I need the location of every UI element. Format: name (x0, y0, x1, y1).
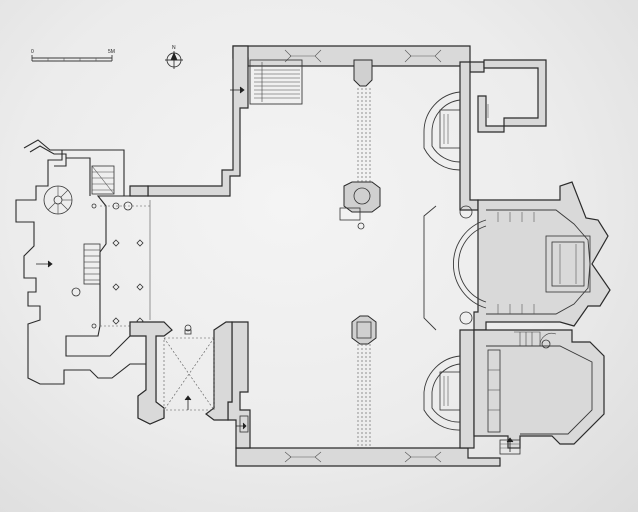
top-windows (284, 49, 442, 463)
north-east-room (477, 59, 547, 133)
upper-side-apse (423, 91, 461, 171)
scale-start-label: 0 (31, 49, 34, 55)
main-apse (453, 181, 611, 331)
south-porch (129, 321, 249, 433)
nave-piers (339, 59, 381, 448)
upper-nave-stair (230, 59, 303, 105)
chancel-rail (423, 205, 437, 331)
west-wing (15, 139, 165, 425)
lower-side-apse (423, 355, 461, 431)
nave-walls (147, 45, 501, 467)
scale-end-label: 5M (108, 49, 115, 55)
north-label: N (172, 45, 176, 51)
north-arrow-icon: N (165, 45, 183, 69)
scale-bar: 0 5M (31, 49, 115, 62)
south-east-vestry (473, 329, 605, 455)
